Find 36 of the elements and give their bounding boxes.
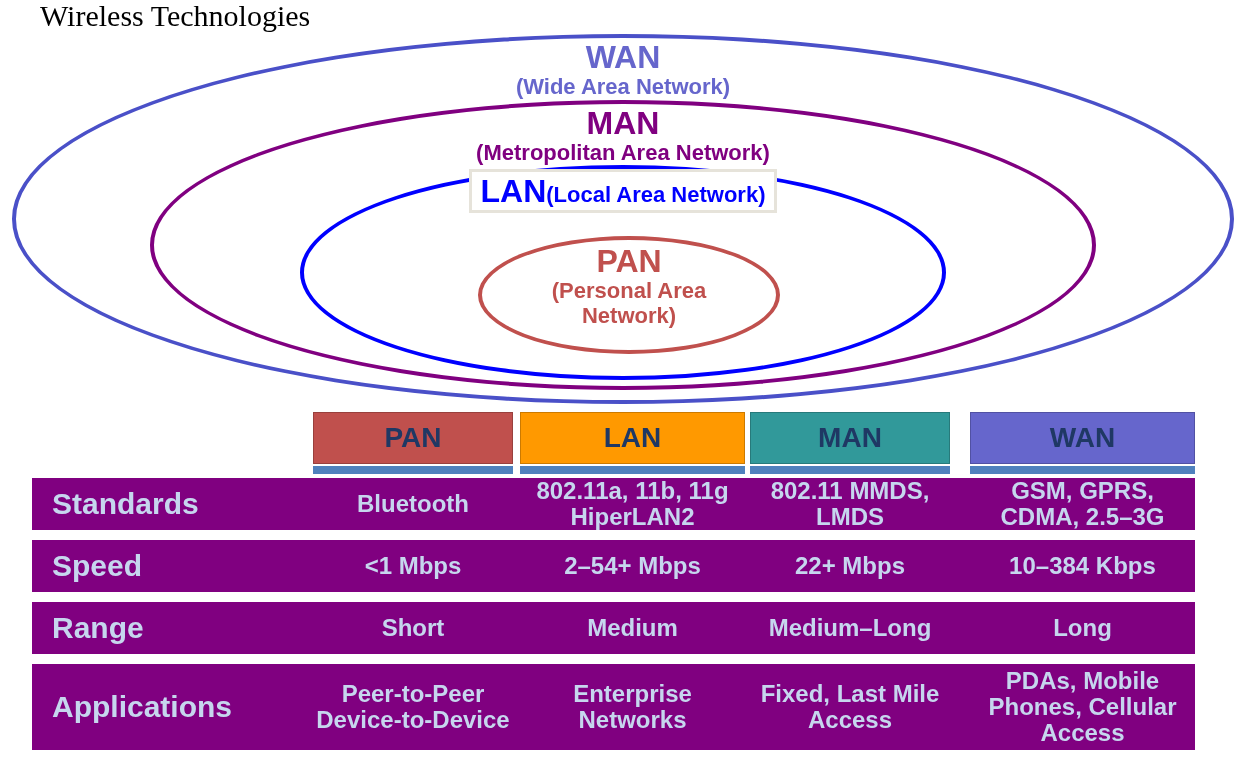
page-title: Wireless Technologies [40, 0, 311, 32]
column-header: MAN [750, 412, 950, 464]
row-heading: Applications [52, 691, 232, 723]
network-full-name: (Personal Area Network) [550, 278, 708, 328]
network-full-name: (Local Area Network) [546, 182, 766, 207]
row-heading: Range [52, 612, 144, 644]
cell-value: 22+ Mbps [794, 553, 905, 579]
network-ellipse [300, 165, 946, 380]
cell-value: Peer-to-Peer Device-to-Device [315, 681, 511, 733]
cell-value: Long [1053, 615, 1112, 641]
network-full-name: (Metropolitan Area Network) [476, 140, 770, 165]
cell-value: Fixed, Last Mile Access [759, 681, 941, 733]
network-name: PAN [596, 244, 662, 278]
cell-value: <1 Mbps [364, 553, 462, 579]
cell-value: 10–384 Kbps [1009, 553, 1156, 579]
cell-value: 2–54+ Mbps [564, 553, 701, 579]
network-name: MAN [586, 106, 660, 140]
cell-value: PDAs, Mobile Phones, Cellular Access [987, 668, 1178, 746]
row-heading: Speed [52, 550, 143, 582]
cell-value: Medium–Long [768, 615, 932, 641]
network-full-name: (Wide Area Network) [515, 74, 731, 99]
network-name: LAN [480, 173, 547, 209]
cell-value: 802.11a, 11b, 11g HiperLAN2 [535, 478, 730, 530]
column-header: PAN [313, 412, 513, 464]
row-heading: Standards [52, 488, 199, 520]
column-header: LAN [520, 412, 745, 464]
network-name: WAN [585, 40, 661, 74]
network-ellipse [12, 34, 1234, 404]
cell-value: Bluetooth [357, 491, 469, 517]
cell-value: Short [381, 615, 445, 641]
cell-value: Enterprise Networks [572, 681, 693, 733]
cell-value: Medium [587, 615, 678, 641]
column-header: WAN [970, 412, 1195, 464]
network-ellipse [150, 100, 1096, 390]
cell-value: GSM, GPRS, CDMA, 2.5–3G [999, 478, 1166, 530]
cell-value: 802.11 MMDS, LMDS [769, 478, 931, 530]
